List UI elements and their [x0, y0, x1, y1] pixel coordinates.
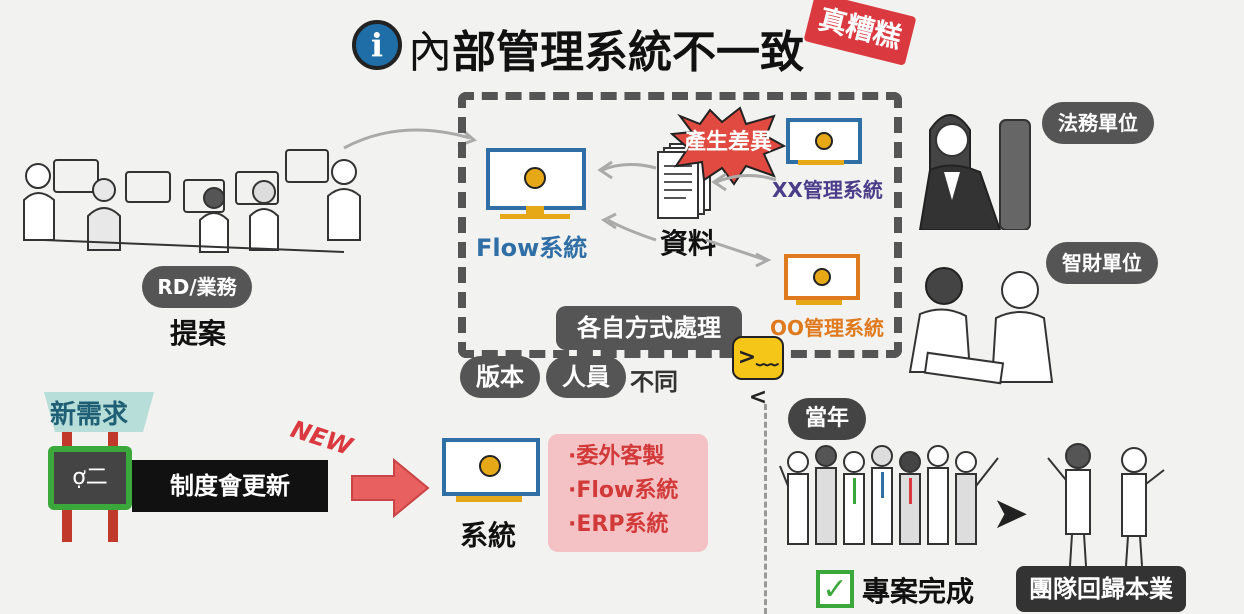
- new-requirement-label: 新需求: [50, 400, 129, 430]
- chevron-right-icon: ➤: [992, 488, 1029, 539]
- page-title: 內部管理系統不一致: [408, 16, 804, 80]
- team-illustration: [779, 445, 999, 545]
- globe-icon: [813, 268, 831, 286]
- diff-label: 產生差異: [684, 130, 773, 155]
- exchange-arrows: [597, 160, 777, 268]
- right-arrow-icon: [351, 457, 430, 519]
- system-monitor-base: [456, 496, 522, 502]
- internal-systems-box: [458, 92, 902, 358]
- globe-icon: [815, 132, 833, 150]
- globe-icon: [479, 455, 501, 477]
- xx-system-label: XX管理系統: [772, 178, 883, 202]
- list-item: ·委外客製: [568, 444, 665, 469]
- flow-monitor: [486, 148, 586, 210]
- options-list-box: ·委外客製 ·Flow系統 ·ERP系統: [548, 434, 708, 552]
- title-rest: 部管理系統不一致: [452, 27, 804, 78]
- system-update-banner: 制度會更新: [132, 460, 328, 512]
- lawyer-illustration: [918, 114, 1031, 230]
- ip-pill: 智財單位: [1046, 242, 1158, 284]
- crying-face-icon: >﹏<: [732, 336, 784, 410]
- system-monitor: [442, 438, 540, 496]
- oo-monitor: [784, 254, 860, 300]
- returning-team-illustration: [1047, 443, 1165, 567]
- flow-system-label: Flow系統: [476, 234, 588, 262]
- title-first-char: 內: [408, 27, 452, 78]
- that-year-pill: 當年: [788, 398, 866, 440]
- proposal-label: 提案: [170, 317, 227, 350]
- stamp-badge: 真糟糕: [803, 0, 917, 66]
- list-item: ·ERP系統: [568, 512, 669, 537]
- vertical-divider: [764, 404, 767, 614]
- xx-monitor: [786, 118, 862, 164]
- legal-pill: 法務單位: [1042, 102, 1154, 144]
- different-label: 不同: [630, 368, 678, 396]
- data-label: 資料: [660, 227, 717, 260]
- method-pill: 各自方式處理: [556, 306, 742, 350]
- rd-sales-pill: RD/業務: [142, 266, 252, 308]
- oo-monitor-base: [796, 300, 842, 305]
- checkbox-icon: ✓: [816, 570, 854, 608]
- ip-team-illustration: [908, 267, 1054, 385]
- project-done-label: 專案完成: [862, 575, 975, 608]
- version-pill: 版本: [460, 356, 540, 398]
- oo-system-label: OO管理系統: [770, 316, 885, 340]
- developers-illustration: [23, 149, 361, 253]
- info-icon: i: [352, 20, 402, 70]
- new-tag: NEW: [287, 414, 356, 462]
- new-requirement-banner: [44, 392, 154, 432]
- flow-monitor-stand: [526, 206, 544, 216]
- team-return-pill: 團隊回歸本業: [1016, 566, 1186, 612]
- people-pill: 人員: [546, 356, 626, 398]
- xx-monitor-base: [798, 160, 844, 165]
- list-item: ·Flow系統: [568, 478, 679, 503]
- sign-board: ợ二: [48, 446, 132, 510]
- burst-badge: [670, 106, 786, 186]
- flow-monitor-base: [500, 214, 570, 219]
- globe-icon: [524, 167, 546, 189]
- system-label: 系統: [460, 519, 517, 552]
